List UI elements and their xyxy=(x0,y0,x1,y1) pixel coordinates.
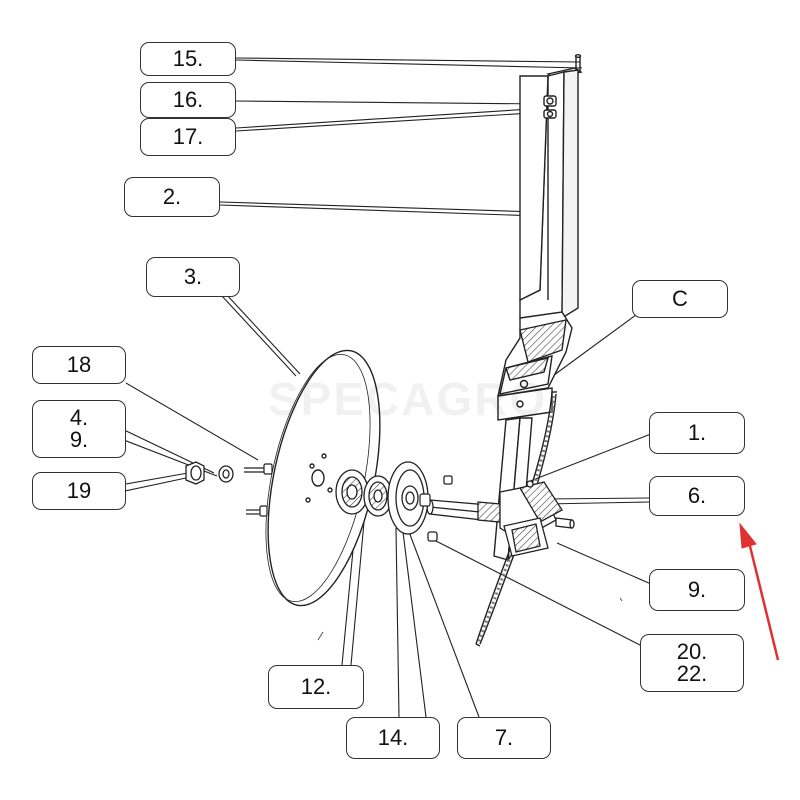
hub-part-6 xyxy=(426,475,575,557)
stray-mark xyxy=(317,631,324,641)
label-18: 18 xyxy=(32,346,126,384)
label-7: 7. xyxy=(457,717,551,759)
red-pointer-arrow xyxy=(739,522,780,661)
washer-and-cap xyxy=(185,461,234,485)
leader-lines xyxy=(115,57,657,718)
label-4-9: 4. 9. xyxy=(32,400,126,458)
label-3: 3. xyxy=(146,257,240,297)
label-16: 16. xyxy=(140,82,236,118)
label-1: 1. xyxy=(649,412,745,454)
seal-part-14 xyxy=(387,461,429,535)
label-19: 19 xyxy=(32,472,126,510)
bolts-part-18 xyxy=(244,463,273,517)
disc-part-3 xyxy=(265,349,381,607)
label-6: 6. xyxy=(649,476,745,516)
label-15: 15. xyxy=(140,42,236,76)
label-2: 2. xyxy=(124,177,220,217)
label-14: 14. xyxy=(346,717,440,759)
label-12: 12. xyxy=(268,665,364,709)
arm-part-2 xyxy=(493,54,583,563)
label-20-22: 20. 22. xyxy=(640,634,744,692)
label-C: C xyxy=(632,280,728,318)
label-17: 17. xyxy=(140,118,236,156)
nut-on-shaft xyxy=(419,493,431,507)
stray-mark-2 xyxy=(619,597,623,602)
label-9: 9. xyxy=(649,569,745,611)
bearings-part-12 xyxy=(335,469,393,517)
